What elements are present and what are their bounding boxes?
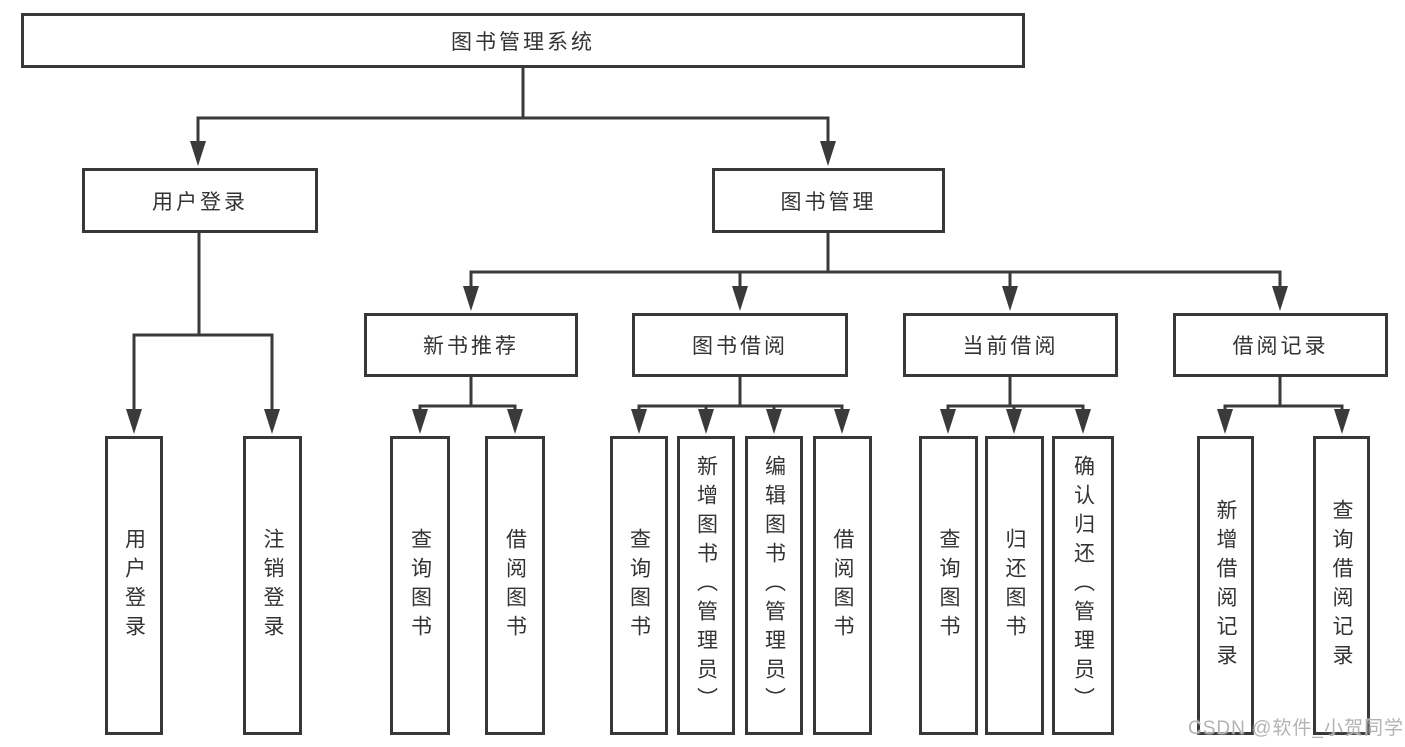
node-user-login: 用户登录 (82, 168, 318, 233)
node-leaf-br-add-record: 新增借阅记录 (1197, 436, 1254, 735)
leaf-label: 用户登录 (122, 527, 146, 644)
connector-borrow-records-children (1223, 375, 1344, 416)
node-leaf-logout: 注销登录 (243, 436, 302, 735)
csdn-watermark: CSDN @软件_小贺同学 (1188, 718, 1404, 739)
leaf-label: 编辑图书（管理员） (762, 455, 786, 716)
node-leaf-nb-borrow-books: 借阅图书 (485, 436, 545, 735)
connector-new-books-children (418, 375, 517, 416)
arrowhead-current-borrow (1002, 286, 1018, 311)
leaf-label: 新增借阅记录 (1214, 498, 1237, 673)
arrowhead-borrow-records (1272, 286, 1288, 311)
arrowhead-cb-query (940, 409, 956, 434)
node-leaf-bb-add-books-admin: 新增图书（管理员） (677, 436, 735, 735)
node-leaf-bb-edit-books-admin: 编辑图书（管理员） (745, 436, 803, 735)
arrowhead-cb-confirm (1075, 409, 1091, 434)
connector-book-borrow-children (637, 375, 844, 416)
leaf-label: 查询图书 (937, 527, 960, 644)
arrowhead-user-login (190, 141, 206, 166)
connector-user-login-children (132, 231, 274, 416)
node-new-book-recommend: 新书推荐 (364, 313, 578, 377)
connector-current-borrow-children (946, 375, 1085, 416)
node-library-system: 图书管理系统 (21, 13, 1025, 68)
arrowhead-nb-query (412, 409, 428, 434)
arrowhead-bb-add (698, 409, 714, 434)
arrowhead-book-mgmt (820, 141, 836, 166)
node-leaf-cb-confirm-return-admin: 确认归还（管理员） (1052, 436, 1114, 735)
arrowhead-leaf-user-login (126, 409, 142, 434)
arrowhead-leaf-logout (264, 409, 280, 434)
node-book-borrowing: 图书借阅 (632, 313, 848, 377)
node-current-borrowing: 当前借阅 (903, 313, 1118, 377)
leaf-label: 查询借阅记录 (1330, 498, 1353, 673)
node-leaf-bb-borrow-books: 借阅图书 (813, 436, 872, 735)
node-borrow-records: 借阅记录 (1173, 313, 1388, 377)
arrowhead-nb-borrow (507, 409, 523, 434)
node-leaf-user-login: 用户登录 (105, 436, 163, 735)
arrowhead-bb-borrow (834, 409, 850, 434)
leaf-label: 归还图书 (1003, 527, 1026, 644)
node-leaf-br-query-record: 查询借阅记录 (1313, 436, 1370, 735)
arrowhead-bb-edit (766, 409, 782, 434)
node-leaf-bb-query-books: 查询图书 (610, 436, 668, 735)
node-book-management: 图书管理 (712, 168, 945, 233)
arrowhead-new-books (463, 286, 479, 311)
arrowhead-bb-query (631, 409, 647, 434)
leaf-label: 借阅图书 (503, 527, 527, 644)
connector-book-mgmt-children (469, 231, 1282, 293)
node-leaf-nb-query-books: 查询图书 (390, 436, 450, 735)
connector-root-to-level2 (196, 66, 830, 148)
leaf-label: 注销登录 (261, 527, 284, 644)
leaf-label: 新增图书（管理员） (694, 455, 718, 716)
arrowhead-book-borrow (732, 286, 748, 311)
leaf-label: 确认归还（管理员） (1071, 455, 1095, 716)
arrowhead-cb-return (1006, 409, 1022, 434)
arrowhead-br-query (1334, 409, 1350, 434)
leaf-label: 查询图书 (627, 527, 651, 644)
arrowhead-br-add (1217, 409, 1233, 434)
leaf-label: 借阅图书 (831, 527, 854, 644)
leaf-label: 查询图书 (408, 527, 432, 644)
node-leaf-cb-query-books: 查询图书 (919, 436, 978, 735)
node-leaf-cb-return-books: 归还图书 (985, 436, 1044, 735)
